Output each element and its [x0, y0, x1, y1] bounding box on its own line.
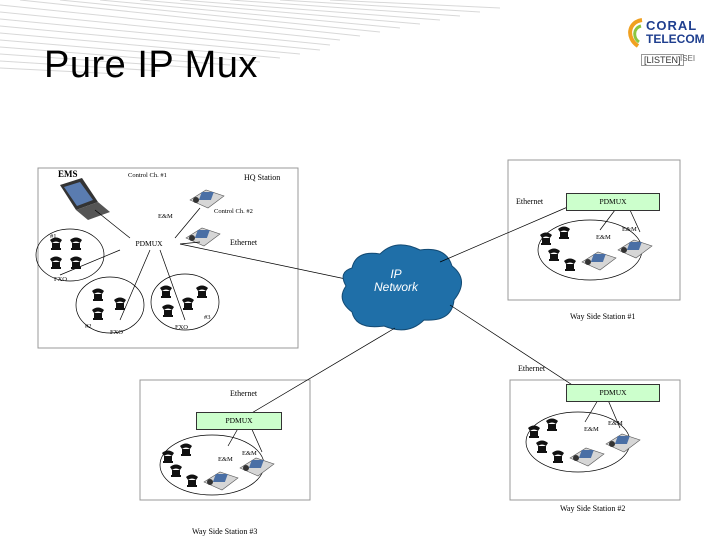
ws2-pdmux: PDMUX	[566, 384, 660, 402]
phone-icon	[180, 443, 192, 456]
ring-1	[35, 228, 105, 282]
ws2-em-label: E&M	[608, 420, 623, 427]
phone-icon	[548, 248, 560, 261]
logo-brand-line2: TELECOM	[646, 32, 705, 46]
ws3-em2-label: E&M	[218, 456, 233, 463]
hq-panel	[37, 167, 299, 349]
slide-title: Pure IP Mux	[44, 44, 258, 86]
ws1-ethernet-label: Ethernet	[516, 197, 544, 206]
console-icon	[569, 447, 605, 467]
console-icon	[189, 189, 225, 209]
control-channel-1-label: Control Ch. #1	[128, 172, 167, 179]
hq-em-label: E&M	[158, 213, 173, 220]
phone-icon	[528, 425, 540, 438]
phone-icon	[160, 285, 172, 298]
phone-icon	[536, 440, 548, 453]
ws3-pdmux: PDMUX	[196, 412, 282, 430]
ws1-name-label: Way Side Station #1	[570, 312, 636, 321]
ring-3	[150, 273, 220, 331]
ring-1-label: #1	[50, 233, 57, 240]
logo-brand-line1: CORAL	[646, 18, 698, 33]
phone-icon	[182, 297, 194, 310]
ws2-panel	[509, 379, 681, 501]
console-icon	[203, 471, 239, 491]
phone-icon	[552, 450, 564, 463]
ws3-em-label: E&M	[242, 450, 257, 457]
ws2-ethernet-label: Ethernet	[518, 364, 546, 373]
phone-icon	[50, 256, 62, 269]
fxo-2-label: FXO	[110, 329, 124, 336]
ip-network-cloud	[341, 244, 462, 331]
ip-network-label: IP Network	[364, 268, 428, 294]
ip-network-line1: IP	[390, 267, 402, 281]
laptop-icon	[60, 178, 110, 220]
fxo-3-label: FXO	[175, 324, 189, 331]
phone-icon	[564, 258, 576, 271]
logo-tag-listen: [LISTEN]	[641, 54, 684, 66]
phone-icon	[162, 304, 174, 317]
control-channel-2-label: Control Ch. #2	[214, 208, 253, 215]
console-icon	[581, 251, 617, 271]
console-icon	[185, 227, 221, 247]
console-icon	[239, 457, 275, 477]
phone-icon	[546, 418, 558, 431]
ws2-name-label: Way Side Station #2	[560, 504, 626, 513]
phone-icon	[162, 450, 174, 463]
ems-label: EMS	[58, 169, 78, 179]
ring-2-label: #2	[85, 323, 92, 330]
console-icon	[617, 239, 653, 259]
phone-icon	[92, 307, 104, 320]
phone-icon	[558, 226, 570, 239]
phone-icon	[196, 285, 208, 298]
ring-2	[75, 276, 145, 334]
company-logo: CORAL TELECOM [LISTEN] ISEI	[624, 14, 714, 84]
ws2-em2-label: E&M	[584, 426, 599, 433]
phone-icon	[186, 474, 198, 487]
phone-icon	[70, 237, 82, 250]
ws1-pdmux: PDMUX	[566, 193, 660, 211]
phone-icon	[92, 288, 104, 301]
ws3-ethernet-label: Ethernet	[230, 389, 258, 398]
fxo-1-label: FXO	[54, 276, 68, 283]
hq-ethernet-label: Ethernet	[230, 238, 258, 247]
hq-station-label: HQ Station	[244, 173, 281, 182]
hq-pdmux: PDMUX	[135, 239, 163, 248]
ws3-name-label: Way Side Station #3	[192, 527, 258, 536]
logo-swirl-icon	[628, 18, 643, 48]
ws3-panel	[139, 379, 311, 501]
ring-3-label: #3	[204, 314, 211, 321]
logo-tag-isei: ISEI	[680, 54, 696, 63]
ip-network-line2: Network	[373, 280, 418, 294]
ws1-panel	[507, 159, 681, 301]
ws1-em2-label: E&M	[596, 234, 611, 241]
ws1-em-label: E&M	[622, 226, 637, 233]
phone-icon	[70, 256, 82, 269]
phone-icon	[170, 464, 182, 477]
phone-icon	[114, 297, 126, 310]
header-stripes	[0, 0, 501, 75]
console-icon	[605, 433, 641, 453]
